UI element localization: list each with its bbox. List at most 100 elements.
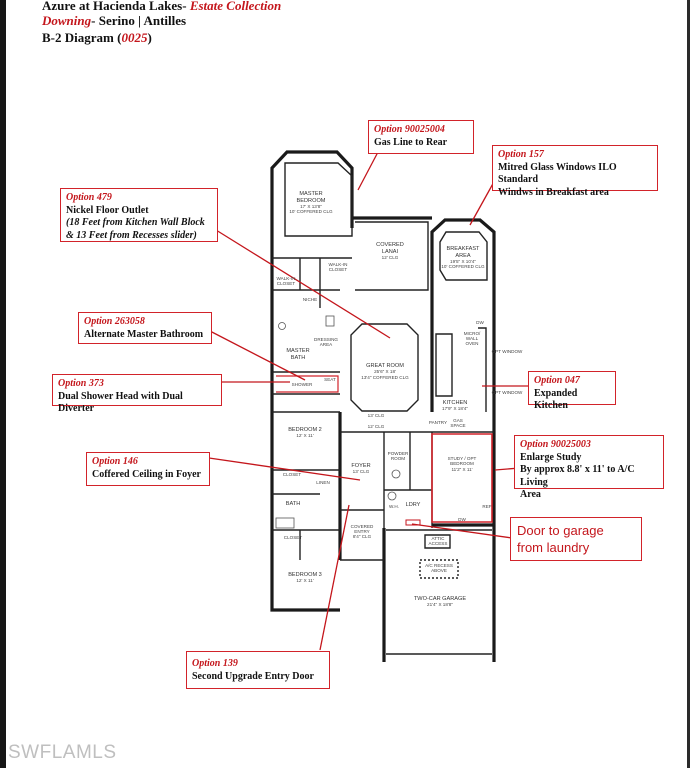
study-highlight xyxy=(431,433,493,523)
bedroom3-label: BEDROOM 3 xyxy=(288,572,322,578)
master-bedroom-dim: 17' X 13'8" xyxy=(300,204,322,209)
great-room-ceiling xyxy=(350,323,419,412)
gas-space-label: GAS xyxy=(453,418,463,423)
great-room-label: GREAT ROOM xyxy=(366,363,404,369)
niche-label: NICHE xyxy=(303,297,317,302)
bedroom3-dim: 12' X 11' xyxy=(296,578,313,583)
powder-toilet xyxy=(391,469,401,479)
leader-lines xyxy=(207,151,534,651)
walkin-left-label-2: CLOSET xyxy=(277,281,296,286)
breakfast-note: 10' COFFERED CLG xyxy=(441,264,485,269)
breakfast-ceiling xyxy=(439,231,488,281)
master-bath-label-2: BATH xyxy=(291,355,306,361)
study-dim: 11'2" X 11' xyxy=(451,467,472,472)
garage-dim: 21'4" X 18'8" xyxy=(427,602,453,607)
great-room-note: 13'4" COFFERED CLG xyxy=(361,375,409,380)
entry-walls xyxy=(340,509,384,561)
option-expanded-kitchen-box: Option 047 Expanded Kitchen xyxy=(528,371,616,411)
lanai-note: 12' CLG xyxy=(382,255,399,260)
kitchen-label: KITCHEN xyxy=(443,400,468,406)
ref-label: REF xyxy=(482,504,491,509)
covered-entry-label-2: ENTRY xyxy=(354,529,370,534)
master-bath-label: MASTER xyxy=(286,348,309,354)
opt-window-2-label: OPT WINDOW xyxy=(492,390,523,395)
attic-label: ATTIC xyxy=(432,536,446,541)
bathtub xyxy=(275,517,295,529)
wh-tank xyxy=(387,491,397,501)
seat-label: SEAT xyxy=(324,377,336,382)
option-gas-line-box: Option 90025004 Gas Line to Rear xyxy=(368,120,474,154)
header-line-1: Azure at Hacienda Lakes- Estate Collecti… xyxy=(42,0,282,13)
master-bath-walls xyxy=(272,257,352,395)
breakfast-bay-wall xyxy=(430,218,496,412)
ac-recess-label-2: ABOVE xyxy=(431,568,447,573)
covered-entry-label: COVERED xyxy=(351,524,374,529)
kitchen-dim: 17'9" X 18'4" xyxy=(442,406,468,411)
kitchen-counter xyxy=(478,327,487,412)
ceiling-12-label: 12' CLG xyxy=(368,424,385,429)
pantry-label: PANTRY xyxy=(429,420,447,425)
breakfast-label-2: AREA xyxy=(455,253,471,259)
dressing-label: DRESSING xyxy=(314,337,338,342)
shower-label: SHOWER xyxy=(292,382,313,387)
bedroom2-walls xyxy=(272,411,340,560)
walkin-left-label: WALK-IN xyxy=(277,276,296,281)
master-toilet xyxy=(278,322,286,330)
dressing-label-2: AREA xyxy=(320,342,333,347)
closet-label: CLOSET xyxy=(283,472,302,477)
linen-label: LINEN xyxy=(316,480,330,485)
foyer-label: FOYER xyxy=(351,463,370,469)
wh-label: W.H. xyxy=(389,504,399,509)
option-entry-door-box: Option 139 Second Upgrade Entry Door xyxy=(186,651,330,689)
laundry-label: LDRY xyxy=(406,502,421,508)
gas-space-label-2: SPACE xyxy=(450,423,465,428)
header-line-2: Downing- Serino | Antilles xyxy=(42,13,187,28)
master-bedroom-floor xyxy=(284,162,353,237)
lanai-label: COVERED xyxy=(376,242,404,248)
option-enlarge-study-box: Option 90025003 Enlarge Study By approx … xyxy=(514,435,664,500)
option-alt-bath-box: Option 263058 Alternate Master Bathroom xyxy=(78,312,212,344)
kitchen-island xyxy=(435,333,453,397)
left-wing-wall xyxy=(270,412,340,612)
garage-door-note: Door to garage from laundry xyxy=(510,517,642,561)
walkin-right-label: WALK-IN xyxy=(329,262,348,267)
option-nickel-outlet-box: Option 479 Nickel Floor Outlet (18 Feet … xyxy=(60,188,218,242)
bedroom2-label: BEDROOM 2 xyxy=(288,427,322,433)
lanai-inner xyxy=(355,221,429,291)
attic-label-2: ACCESS xyxy=(429,541,448,546)
dw-label: DW xyxy=(476,320,484,325)
option-dual-shower-box: Option 373 Dual Shower Head with Dual Di… xyxy=(52,374,222,414)
micro-label-2: WALL xyxy=(466,336,479,341)
foyer-note: 13' CLG xyxy=(353,469,370,474)
option-coffered-foyer-box: Option 146 Coffered Ceiling in Foyer xyxy=(86,452,210,486)
breakfast-label: BREAKFAST xyxy=(447,246,481,252)
ac-recess-label: A/C RECESS xyxy=(425,563,453,568)
right-border xyxy=(687,0,690,768)
closet-2-label: CLOSET xyxy=(284,535,303,540)
master-bedroom-label-2: BEDROOM xyxy=(297,198,326,204)
ceiling-13-label: 13' CLG xyxy=(368,413,385,418)
study-label-2: BEDROOM xyxy=(450,461,474,466)
attic-box xyxy=(424,534,451,549)
walkin-right-label-2: CLOSET xyxy=(329,267,348,272)
laundry-door xyxy=(405,519,421,526)
powder-label: POWDER xyxy=(388,451,409,456)
opt-window-1-label: OPT WINDOW xyxy=(492,349,523,354)
dw-2-label: DW xyxy=(458,517,466,522)
shower-highlight xyxy=(276,375,339,393)
master-bedroom-note: 10' COFFERED CLG xyxy=(289,209,333,214)
header-line-3: B-2 Diagram (0025) xyxy=(42,30,152,45)
left-border xyxy=(0,0,6,768)
powder-label-2: ROOM xyxy=(391,456,405,461)
study-label: STUDY / OPT xyxy=(448,456,477,461)
micro-label: MICRO/ xyxy=(464,331,481,336)
garage-label: TWO-CAR GARAGE xyxy=(414,596,466,602)
micro-label-3: OVEN xyxy=(465,341,478,346)
sink xyxy=(325,315,335,327)
master-bedroom-label: MASTER xyxy=(299,191,322,197)
bath-label: BATH xyxy=(286,501,301,507)
option-mitred-glass-box: Option 157 Mitred Glass Windows ILO Stan… xyxy=(492,145,658,198)
covered-entry-note: 8'4" CLG xyxy=(353,534,372,539)
